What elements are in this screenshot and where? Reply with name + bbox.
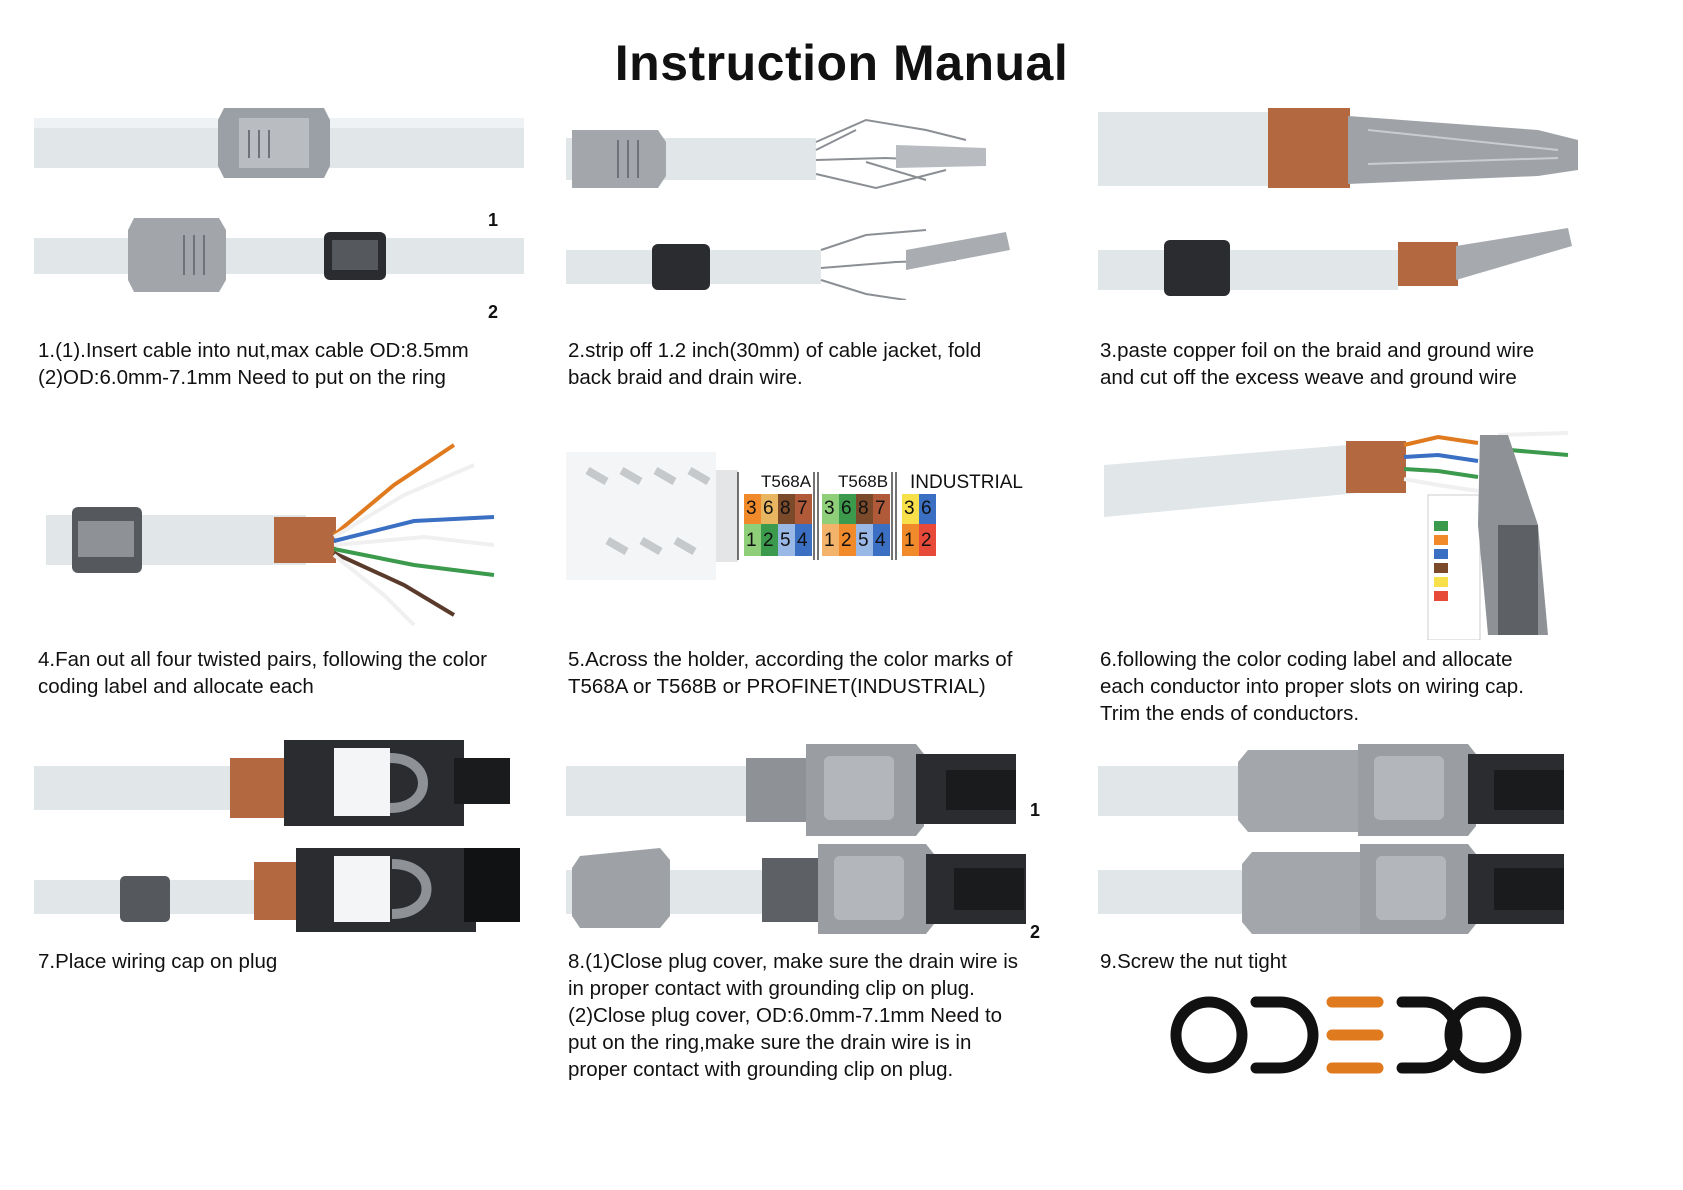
- page-title: Instruction Manual: [614, 35, 1069, 91]
- step-8-marker-1: 1: [1030, 800, 1041, 820]
- caption-line: proper contact with grounding clip on pl…: [568, 1058, 954, 1081]
- step-5-caption: 5.Across the holder, according the color…: [568, 646, 1012, 700]
- odedo-logo: [1170, 996, 1522, 1076]
- caption-line: back braid and drain wire.: [568, 366, 803, 389]
- pin-number: 3: [904, 498, 915, 519]
- step-6-caption: 6.following the color coding label and a…: [1100, 646, 1524, 727]
- pin-number: 8: [780, 498, 791, 519]
- caption-line: (2)OD:6.0mm-7.1mm Need to put on the rin…: [38, 366, 446, 389]
- caption-line: 9.Screw the nut tight: [1100, 950, 1287, 973]
- pin-number: 1: [904, 530, 915, 551]
- caption-line: 6.following the color coding label and a…: [1100, 648, 1513, 671]
- caption-line: 7.Place wiring cap on plug: [38, 950, 278, 973]
- pin-number: 4: [797, 530, 808, 551]
- caption-line: coding label and allocate each: [38, 675, 314, 698]
- step-1-photo: [34, 100, 524, 300]
- caption-line: in proper contact with grounding clip on…: [568, 977, 975, 1000]
- caption-line: 5.Across the holder, according the color…: [568, 648, 1013, 671]
- pin-number: 5: [780, 530, 791, 551]
- step-8-caption: 8.(1)Close plug cover, make sure the dra…: [568, 948, 1018, 1083]
- caption-line: 2.strip off 1.2 inch(30mm) of cable jack…: [568, 339, 982, 362]
- step-9-photo: [1098, 740, 1578, 940]
- step-8-photo: [566, 740, 1046, 940]
- odedo-logo-mark: [1170, 996, 1522, 1074]
- industrial-label: INDUSTRIAL: [910, 472, 1023, 493]
- pin-number: 7: [797, 498, 808, 519]
- caption-line: Trim the ends of conductors.: [1100, 702, 1360, 725]
- step-1-marker-1: 1: [488, 210, 499, 230]
- step-3-caption: 3.paste copper foil on the braid and gro…: [1100, 337, 1534, 391]
- caption-line: and cut off the excess weave and ground …: [1100, 366, 1517, 389]
- caption-line: put on the ring,make sure the drain wire…: [568, 1031, 972, 1054]
- pin-number: 8: [858, 498, 869, 519]
- caption-line: 4.Fan out all four twisted pairs, follow…: [38, 648, 487, 671]
- pin-number: 3: [746, 498, 757, 519]
- t568a-label: T568A: [761, 472, 812, 491]
- step-8-marker-2: 2: [1030, 922, 1041, 942]
- pin-number: 1: [824, 530, 835, 551]
- step-6-photo: [1098, 425, 1588, 640]
- pin-number: 1: [746, 530, 757, 551]
- caption-line: T568A or T568B or PROFINET(INDUSTRIAL): [568, 675, 986, 698]
- step-7-caption: 7.Place wiring cap on plug: [38, 948, 277, 975]
- step-4-caption: 4.Fan out all four twisted pairs, follow…: [38, 646, 487, 700]
- pin-number: 3: [824, 498, 835, 519]
- caption-line: 8.(1)Close plug cover, make sure the dra…: [568, 950, 1019, 973]
- pin-number: 4: [875, 530, 886, 551]
- pin-number: 5: [858, 530, 869, 551]
- pin-number: 6: [763, 498, 774, 519]
- pin-number: 6: [921, 498, 932, 519]
- pin-number: 2: [921, 530, 932, 551]
- pin-number: 7: [875, 498, 886, 519]
- step-1-caption: 1.(1).Insert cable into nut,max cable OD…: [38, 337, 469, 391]
- caption-line: 3.paste copper foil on the braid and gro…: [1100, 339, 1535, 362]
- t568b-label: T568B: [838, 472, 889, 491]
- step-4-photo: [34, 425, 524, 630]
- step-9-caption: 9.Screw the nut tight: [1100, 948, 1287, 975]
- pin-number: 2: [841, 530, 852, 551]
- pin-number: 6: [841, 498, 852, 519]
- caption-line: 1.(1).Insert cable into nut,max cable OD…: [38, 339, 469, 362]
- caption-line: each conductor into proper slots on wiri…: [1100, 675, 1524, 698]
- caption-line: (2)Close plug cover, OD:6.0mm-7.1mm Need…: [568, 1004, 1003, 1027]
- step-2-photo: [566, 100, 1056, 300]
- step-2-caption: 2.strip off 1.2 inch(30mm) of cable jack…: [568, 337, 981, 391]
- step-3-photo: [1098, 100, 1588, 300]
- pin-number: 2: [763, 530, 774, 551]
- step-1-marker-2: 2: [488, 302, 499, 322]
- step-7-photo: [34, 728, 524, 938]
